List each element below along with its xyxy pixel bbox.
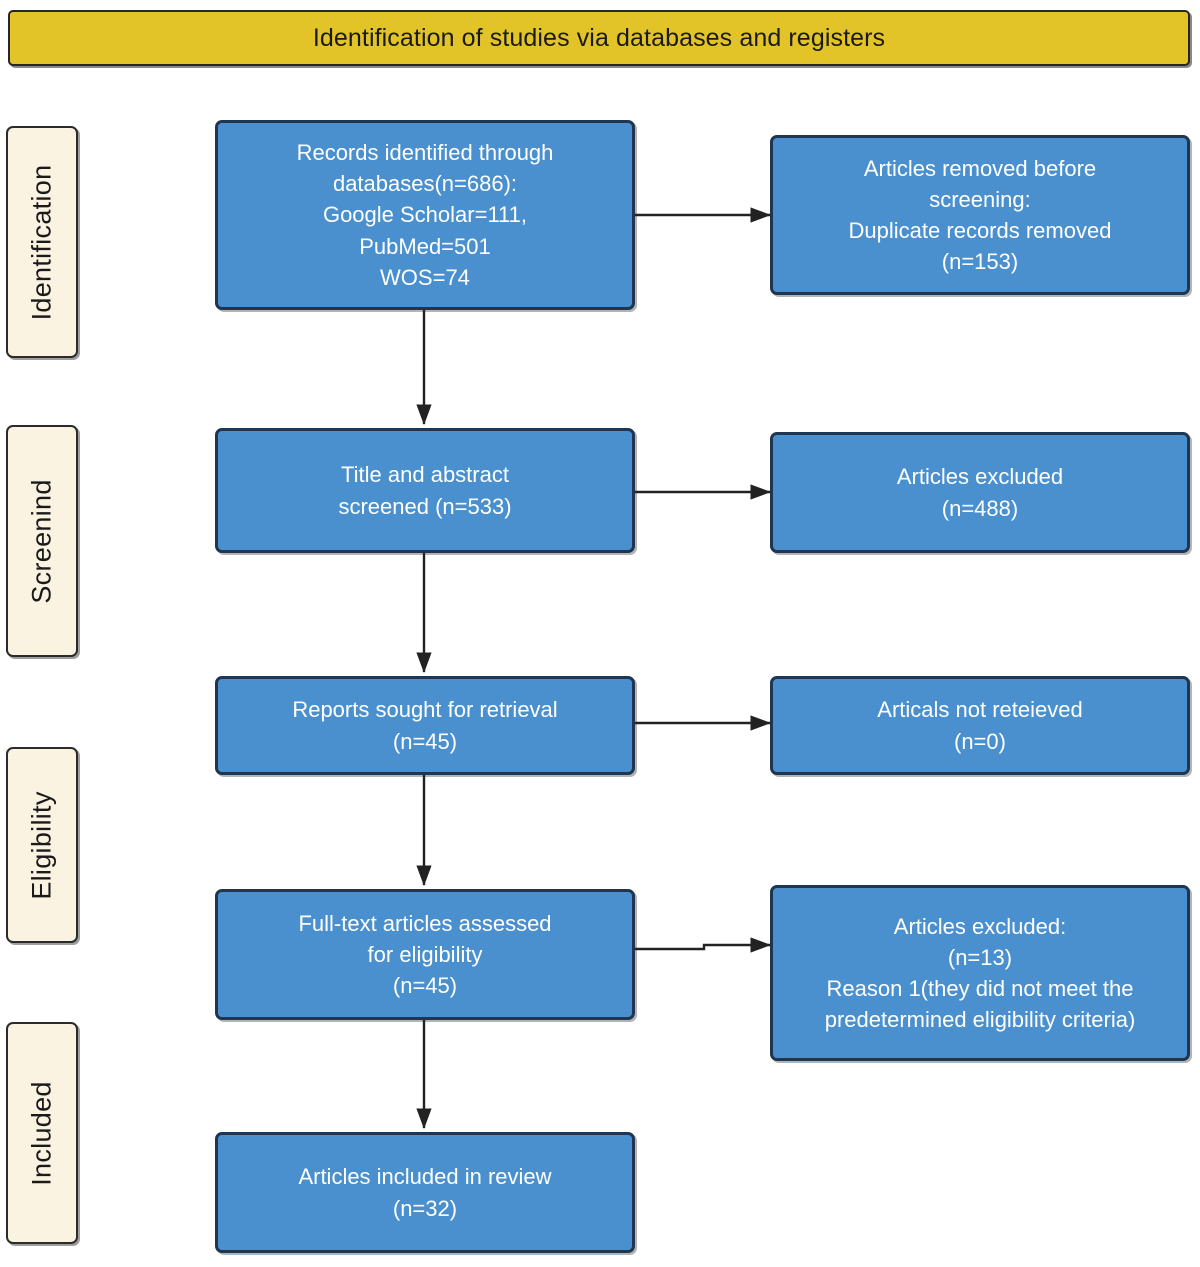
stage-label-screening: Screenind [6,425,78,657]
box-articles-not-retrieved[interactable]: Articals not reteieved (n=0) [770,676,1190,775]
stage-label-identification-text: Identification [26,164,57,320]
stage-label-eligibility-text: Eligibility [26,790,57,900]
stage-label-included-text: Included [26,1080,57,1186]
box-articles-included-text: Articles included in review (n=32) [298,1164,552,1221]
box-articles-excluded-screening-text: Articles excluded (n=488) [896,464,1064,521]
box-fulltext-assessed-text: Full-text articles assessed for eligibil… [298,910,552,999]
box-removed-before-screening[interactable]: Articles removed before screening: Dupli… [770,135,1190,295]
stage-label-screening-text: Screenind [26,478,57,604]
stage-label-eligibility: Eligibility [6,747,78,943]
box-reports-sought-text: Reports sought for retrieval (n=45) [292,697,558,754]
box-removed-before-screening-text: Articles removed before screening: Dupli… [848,155,1112,275]
diagram-header-banner: Identification of studies via databases … [8,10,1190,66]
box-title-abstract-screened-text: Title and abstract screened (n=533) [338,462,512,519]
box-title-abstract-screened[interactable]: Title and abstract screened (n=533) [215,428,635,553]
box-articles-excluded-eligibility-text: Articles excluded: (n=13) Reason 1(they … [824,913,1136,1033]
box-records-identified-text: Records identified through databases(n=6… [296,139,554,290]
box-records-identified[interactable]: Records identified through databases(n=6… [215,120,635,310]
box-articles-included[interactable]: Articles included in review (n=32) [215,1132,635,1253]
box-articles-excluded-screening[interactable]: Articles excluded (n=488) [770,432,1190,553]
box-reports-sought[interactable]: Reports sought for retrieval (n=45) [215,676,635,775]
box-articles-excluded-eligibility[interactable]: Articles excluded: (n=13) Reason 1(they … [770,885,1190,1061]
diagram-title: Identification of studies via databases … [312,23,886,52]
stage-label-identification: Identification [6,126,78,358]
stage-label-included: Included [6,1022,78,1244]
box-articles-not-retrieved-text: Articals not reteieved (n=0) [877,697,1083,754]
box-fulltext-assessed[interactable]: Full-text articles assessed for eligibil… [215,889,635,1020]
connector-fulltext-to-excluded-reason [634,937,771,953]
